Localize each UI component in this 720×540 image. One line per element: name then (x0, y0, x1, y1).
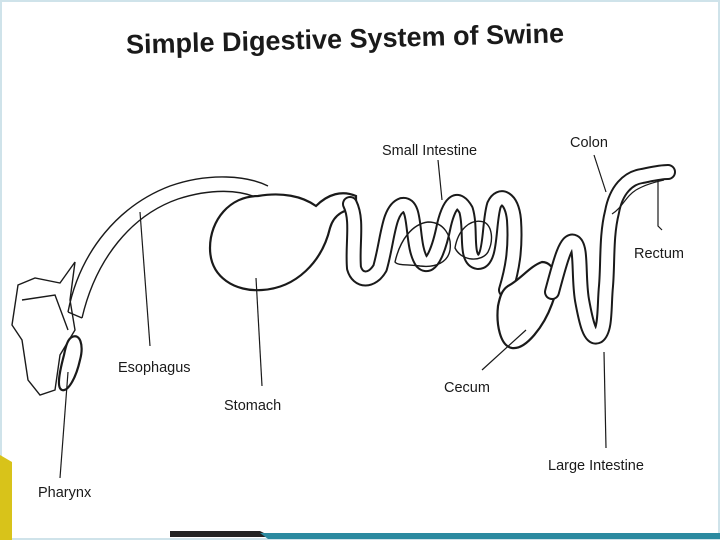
leader-small-intestine (437, 159, 443, 201)
label-colon: Colon (570, 135, 608, 151)
leader-colon (593, 154, 607, 193)
esophagus-inner (81, 190, 259, 319)
slide-accent-bar-teal (260, 533, 720, 539)
leader-pharynx (59, 371, 69, 479)
small-intestine-loop-inner (394, 221, 451, 268)
leader-rectum (657, 180, 663, 231)
label-esophagus: Esophagus (118, 360, 191, 376)
small-intestine-fill (344, 192, 521, 296)
pharynx-shape (57, 335, 83, 392)
small-intestine-loop-inner-2 (454, 220, 493, 260)
leader-stomach (255, 277, 263, 387)
label-rectum: Rectum (634, 246, 684, 262)
leader-esophagus (139, 211, 151, 347)
label-stomach: Stomach (224, 398, 281, 414)
leader-cecum (481, 329, 527, 371)
label-cecum: Cecum (444, 380, 490, 396)
slide-accent-bar-dark (170, 531, 272, 537)
head-inner-line (21, 294, 69, 331)
large-intestine-fill (546, 166, 674, 343)
label-pharynx: Pharynx (38, 485, 92, 501)
label-small-intestine: Small Intestine (382, 143, 477, 159)
cecum-shape (496, 260, 558, 350)
label-large-intestine: Large Intestine (548, 458, 644, 474)
slide-accent-yellow (0, 455, 12, 540)
stomach-shape (208, 192, 358, 292)
diagram-title: Simple Digestive System of Swine (126, 18, 565, 59)
esophagus-end (67, 311, 83, 319)
esophagus-outer (67, 176, 269, 313)
head-outline (11, 261, 76, 396)
leader-large-intestine (603, 351, 607, 449)
rectum-parallel (611, 179, 665, 215)
